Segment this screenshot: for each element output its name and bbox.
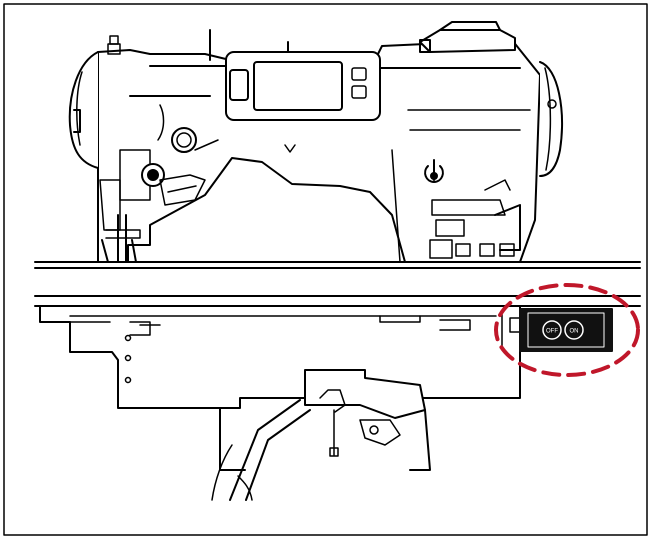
highlight-ellipse [494, 283, 640, 377]
power-switch-box: OFF ON [519, 308, 613, 352]
on-label: ON [570, 329, 579, 335]
off-label: OFF [546, 329, 558, 335]
diagram-border [3, 3, 648, 536]
under-table-unit [39, 305, 521, 501]
operation-panel [225, 51, 381, 121]
off-button [542, 320, 562, 340]
table-top [34, 261, 641, 307]
on-button [564, 320, 584, 340]
reverse-lever [424, 159, 444, 183]
machine-head [68, 21, 563, 263]
